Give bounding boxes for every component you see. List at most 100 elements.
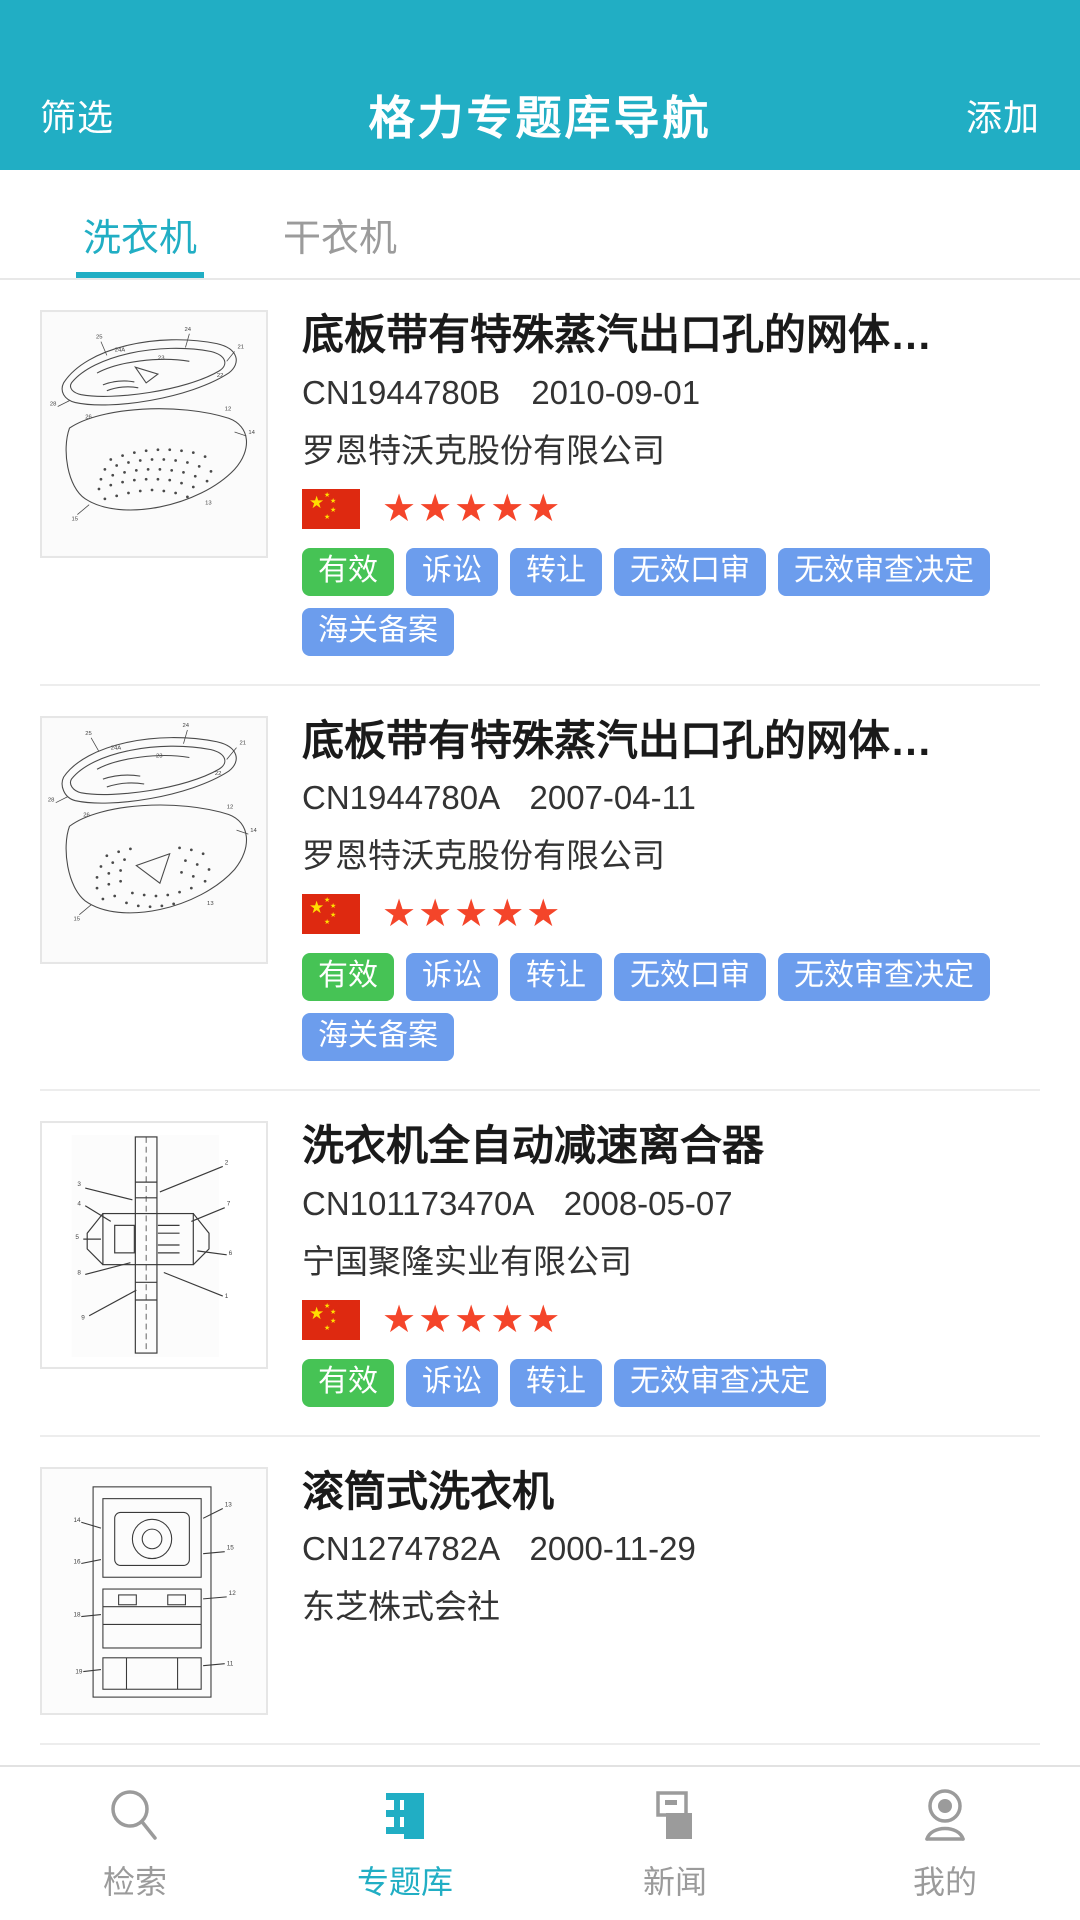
nav-label: 检索 [102, 1863, 167, 1900]
svg-text:1: 1 [225, 1293, 229, 1300]
svg-text:12: 12 [229, 1590, 237, 1597]
tab-dryer[interactable]: 干衣机 [240, 207, 440, 278]
status-badge[interactable]: 有效 [302, 953, 394, 1002]
patent-info: 底板带有特殊蒸汽出口孔的网体… CN1944780A 2007-04-11 罗恩… [302, 716, 1040, 1062]
patent-applicant: 罗恩特沃克股份有限公司 [302, 837, 665, 875]
svg-text:22: 22 [215, 771, 222, 777]
svg-text:12: 12 [225, 406, 232, 412]
svg-text:18: 18 [73, 1611, 81, 1618]
nav-item-library[interactable]: 专题库 [270, 1767, 540, 1920]
publication-date: 2008-05-07 [563, 1184, 733, 1222]
status-badge[interactable]: 无效口审 [614, 547, 766, 596]
star-rating: ★★★★★ [382, 1298, 563, 1341]
svg-text:28: 28 [48, 797, 55, 803]
svg-text:16: 16 [73, 1558, 81, 1565]
patent-meta: CN1274782A 2000-11-29 [302, 1530, 1040, 1568]
svg-text:26: 26 [85, 414, 92, 420]
tab-label: 干衣机 [282, 218, 397, 260]
patent-meta: CN1944780B 2010-09-01 [302, 374, 1040, 412]
patent-title[interactable]: 底板带有特殊蒸汽出口孔的网体… [302, 311, 933, 358]
svg-text:25: 25 [96, 335, 103, 341]
svg-text:24A: 24A [115, 347, 126, 353]
svg-text:13: 13 [205, 501, 212, 507]
patent-title[interactable]: 滚筒式洗衣机 [302, 1467, 555, 1515]
search-icon [111, 1789, 157, 1840]
patent-meta: CN101173470A 2008-05-07 [302, 1185, 1040, 1223]
patent-applicant: 宁国聚隆实业有限公司 [302, 1242, 632, 1280]
rating-row: ★★★★★ ★★★★★ [302, 486, 1040, 532]
rating-row: ★★★★★ ★★★★★ [302, 1297, 1040, 1343]
patent-applicant: 东芝株式会社 [302, 1588, 500, 1626]
status-badge[interactable]: 有效 [302, 547, 394, 596]
svg-text:15: 15 [227, 1544, 235, 1551]
status-badge[interactable]: 诉讼 [406, 953, 498, 1002]
patent-info: 滚筒式洗衣机 CN1274782A 2000-11-29 东芝株式会社 [302, 1467, 1040, 1715]
status-badge[interactable]: 无效审查决定 [614, 1358, 826, 1407]
status-badge[interactable]: 转让 [510, 953, 602, 1002]
svg-text:14: 14 [248, 430, 255, 436]
status-badge[interactable]: 海关备案 [302, 1013, 454, 1062]
person-icon [925, 1788, 965, 1841]
patent-title[interactable]: 洗衣机全自动减速离合器 [302, 1122, 765, 1170]
svg-text:28: 28 [50, 402, 57, 408]
patent-meta: CN1944780A 2007-04-11 [302, 779, 1040, 817]
patent-title[interactable]: 底板带有特殊蒸汽出口孔的网体… [302, 716, 933, 764]
nav-item-profile[interactable]: 我的 [810, 1767, 1080, 1920]
svg-text:24: 24 [182, 723, 189, 729]
svg-text:14: 14 [250, 828, 257, 834]
filter-button[interactable]: 筛选 [40, 97, 115, 138]
svg-text:2: 2 [225, 1160, 229, 1167]
status-badge[interactable]: 转让 [510, 1358, 602, 1407]
publication-date: 2000-11-29 [529, 1530, 696, 1568]
publication-date: 2007-04-11 [529, 779, 696, 817]
svg-text:5: 5 [75, 1234, 79, 1241]
publication-number: CN1944780A [302, 779, 499, 817]
status-badge[interactable]: 有效 [302, 1358, 394, 1407]
status-badge[interactable]: 无效口审 [614, 953, 766, 1002]
status-badge[interactable]: 诉讼 [406, 547, 498, 596]
status-badges: 有效 诉讼 转让 无效口审 无效审查决定 海关备案 [302, 953, 1040, 1062]
add-button[interactable]: 添加 [965, 97, 1040, 138]
publication-number: CN1274782A [302, 1530, 499, 1568]
svg-text:24A: 24A [111, 745, 122, 751]
status-badge[interactable]: 无效审查决定 [778, 953, 990, 1002]
status-badge[interactable]: 海关备案 [302, 607, 454, 656]
patent-info: 洗衣机全自动减速离合器 CN101173470A 2008-05-07 宁国聚隆… [302, 1121, 1040, 1407]
svg-text:23: 23 [158, 355, 165, 361]
svg-text:24: 24 [184, 327, 191, 333]
nav-item-news[interactable]: 新闻 [540, 1767, 810, 1920]
svg-text:3: 3 [77, 1181, 81, 1188]
svg-text:21: 21 [239, 740, 246, 746]
nav-label: 我的 [912, 1863, 977, 1900]
svg-text:8: 8 [77, 1270, 81, 1277]
status-badge[interactable]: 诉讼 [406, 1358, 498, 1407]
star-rating: ★★★★★ [382, 893, 563, 936]
svg-text:23: 23 [156, 753, 163, 759]
bottom-navigation: 检索 专题库 新闻 [0, 1765, 1080, 1920]
svg-text:21: 21 [238, 345, 245, 351]
svg-text:25: 25 [85, 730, 92, 736]
cn-flag-icon: ★★★★★ [302, 488, 360, 529]
patent-info: 底板带有特殊蒸汽出口孔的网体… CN1944780B 2010-09-01 罗恩… [302, 310, 1040, 656]
svg-text:12: 12 [227, 804, 234, 810]
status-badges: 有效 诉讼 转让 无效口审 无效审查决定 海关备案 [302, 547, 1040, 656]
nav-item-search[interactable]: 检索 [0, 1767, 270, 1920]
status-badge[interactable]: 转让 [510, 547, 602, 596]
rating-row: ★★★★★ ★★★★★ [302, 891, 1040, 937]
svg-text:15: 15 [71, 516, 78, 522]
category-tabs: 洗衣机 干衣机 [0, 170, 1080, 280]
status-badge[interactable]: 无效审查决定 [778, 547, 990, 596]
publication-number: CN1944780B [302, 373, 501, 411]
news-icon [656, 1790, 692, 1839]
tab-washing-machine[interactable]: 洗衣机 [40, 207, 240, 278]
svg-text:6: 6 [229, 1250, 233, 1257]
